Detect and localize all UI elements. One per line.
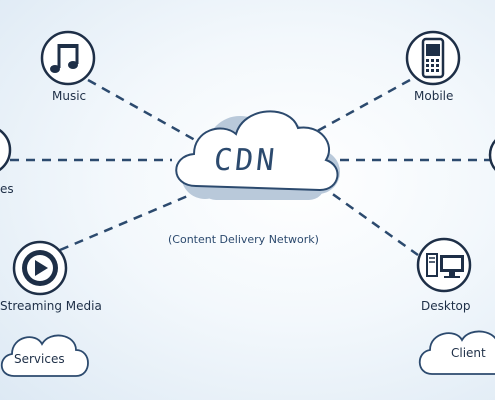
connector-mobile <box>309 78 411 137</box>
desktop-node <box>416 237 472 293</box>
music-label: Music <box>52 89 87 103</box>
music-note-icon <box>50 44 79 73</box>
streaming-label: Streaming Media <box>0 299 102 313</box>
play-icon <box>22 250 58 286</box>
streaming-node <box>12 240 68 296</box>
mobile-node <box>405 30 461 86</box>
cdn-subtitle: (Content Delivery Network) <box>168 233 319 246</box>
connector-desktop <box>319 183 419 257</box>
left-partial-node <box>0 128 12 172</box>
connectors <box>10 78 490 257</box>
client-cloud <box>418 330 495 375</box>
right-partial-node <box>488 139 495 171</box>
client-label: Client <box>451 346 486 360</box>
mobile-phone-icon <box>421 37 445 79</box>
music-node <box>40 30 96 86</box>
desktop-computer-icon <box>426 253 464 278</box>
services-label: Services <box>14 352 65 366</box>
connector-music <box>87 78 196 142</box>
connector-streaming <box>59 193 191 252</box>
cdn-title: CDN <box>212 143 280 178</box>
services-cloud <box>0 334 89 377</box>
mobile-label: Mobile <box>414 89 454 103</box>
left-partial-label: es <box>0 182 14 196</box>
desktop-label: Desktop <box>421 299 471 313</box>
cdn-cloud <box>175 110 339 192</box>
